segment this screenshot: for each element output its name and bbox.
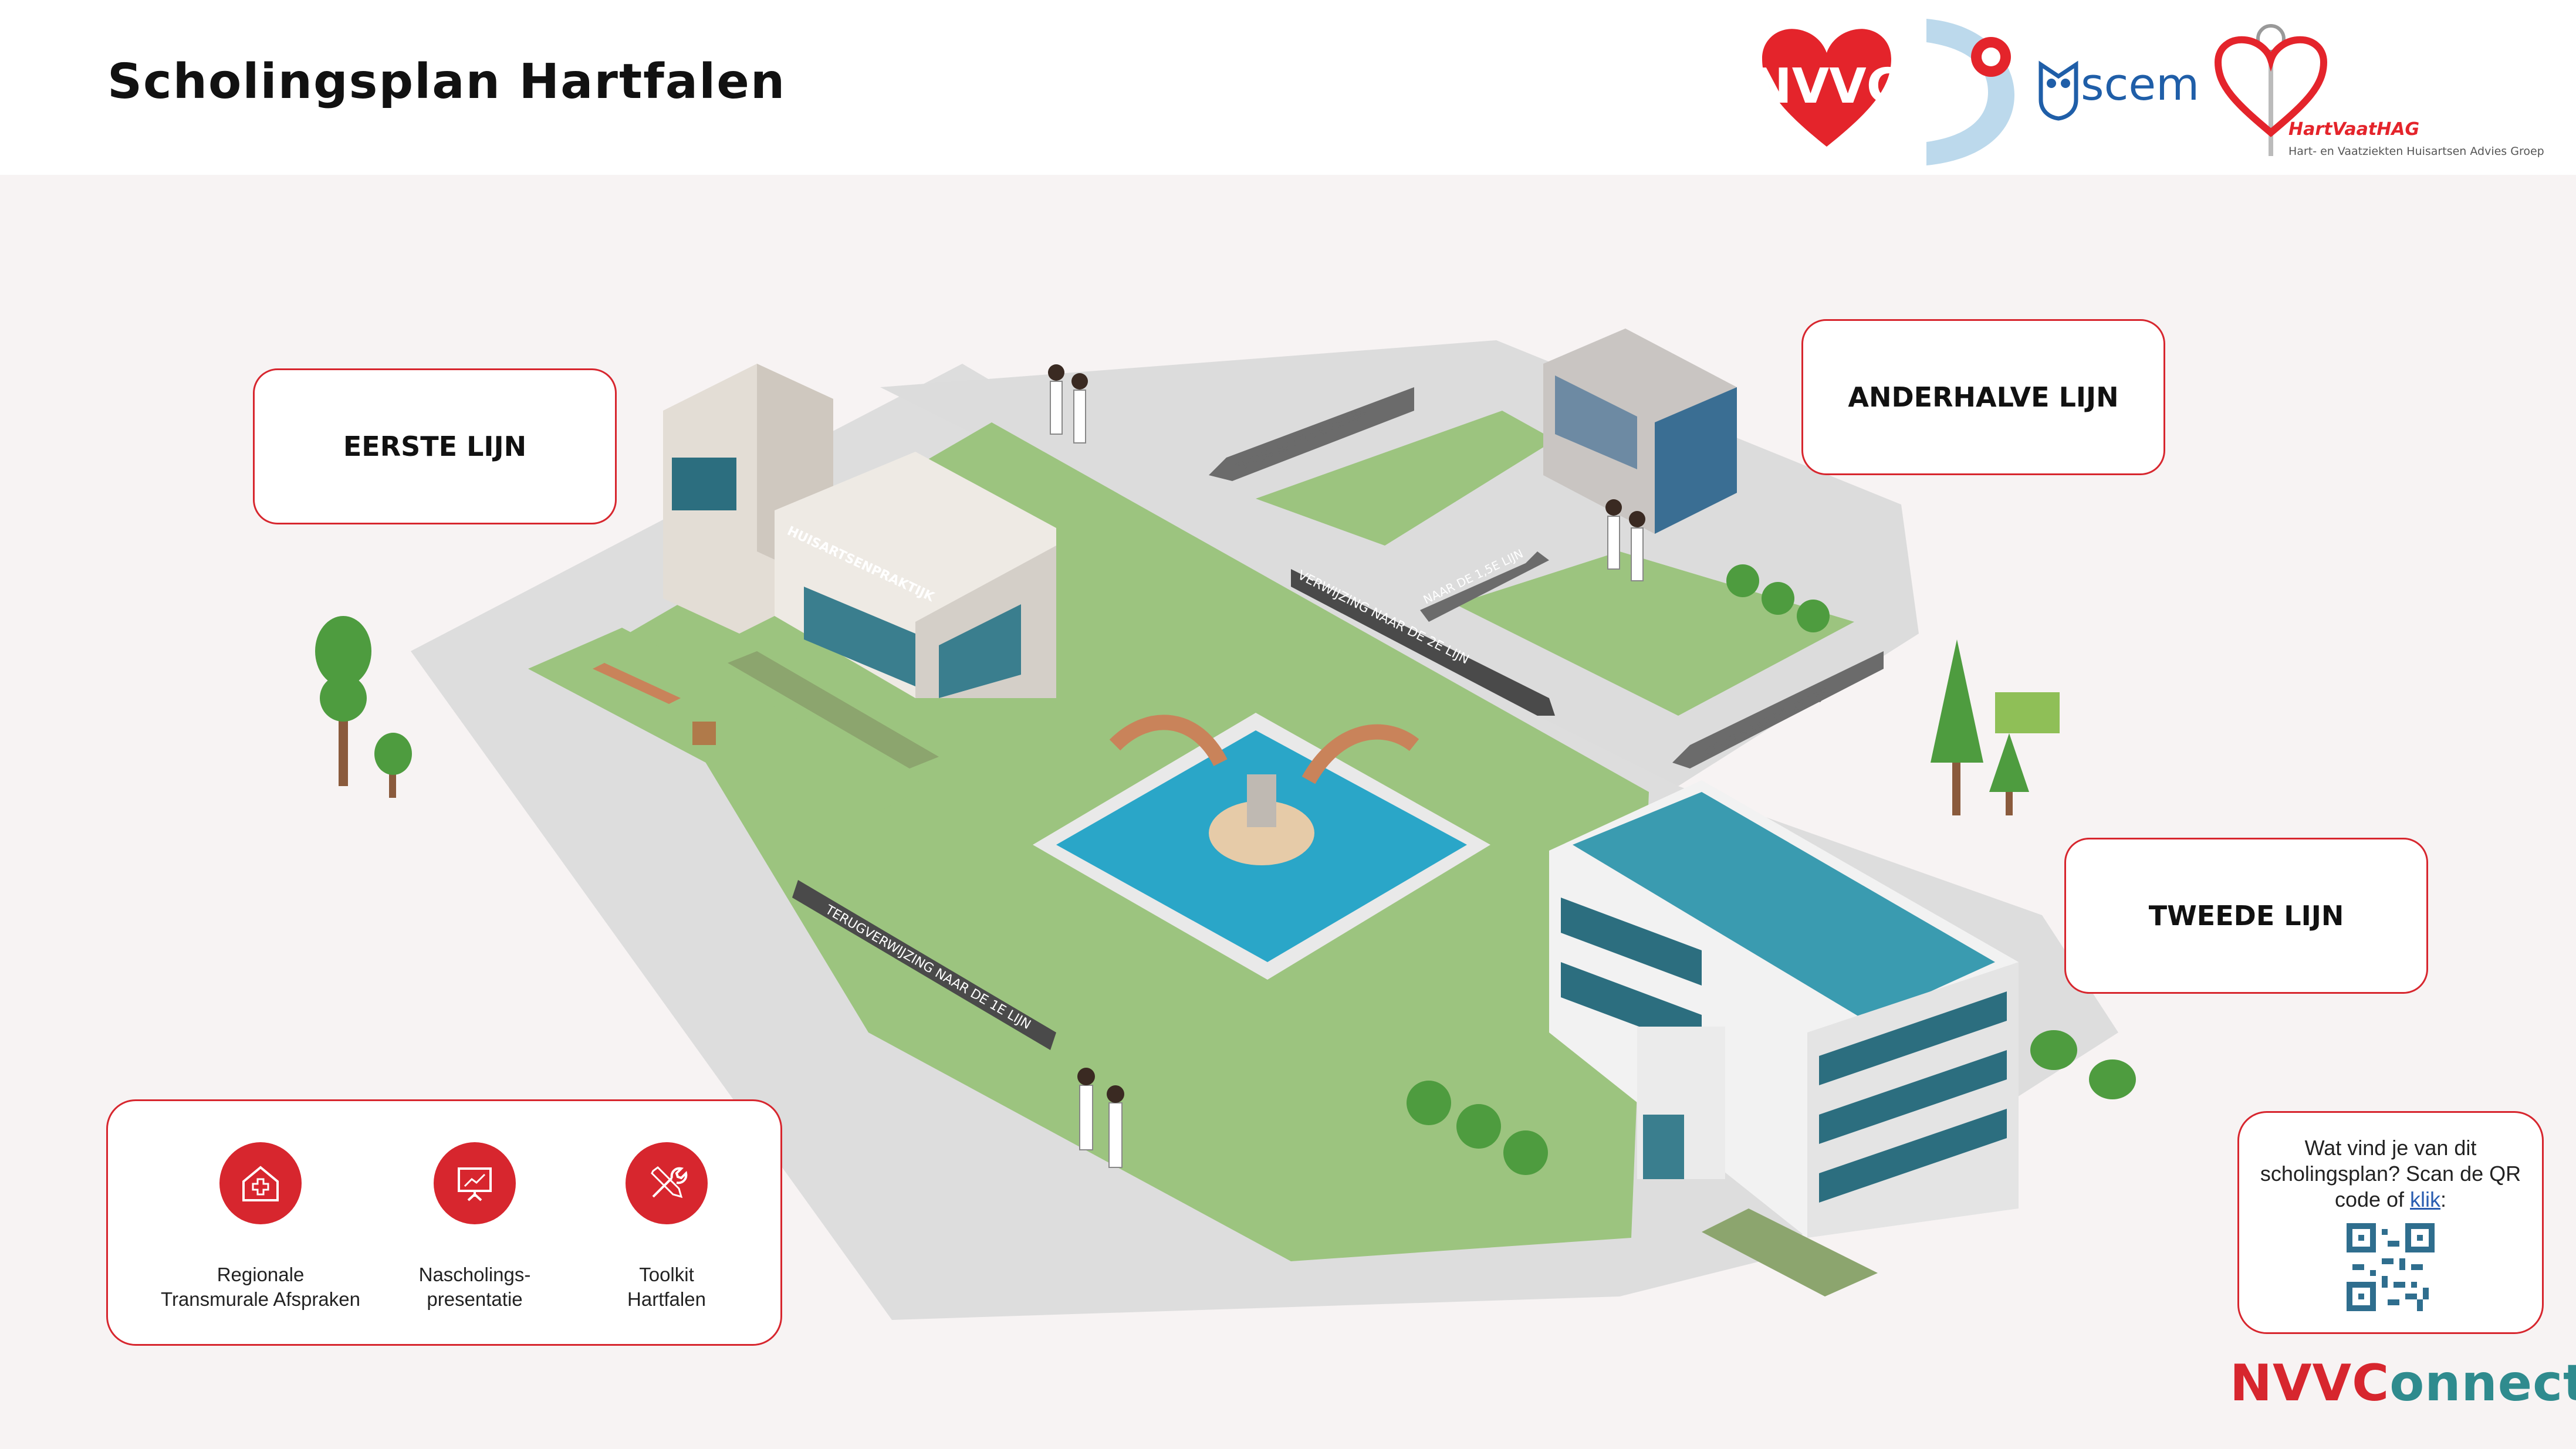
brand-onnect: onnect xyxy=(2389,1354,2576,1413)
tool-toolkit-hartfalen[interactable]: Toolkit Hartfalen xyxy=(561,1142,772,1312)
scem-logo-text: scem xyxy=(2081,58,2199,110)
arc-logo xyxy=(1926,19,2014,165)
nvvc-logo-text: NVVC xyxy=(1759,59,1894,114)
people-top xyxy=(1048,364,1088,443)
zone-anderhalve-lijn[interactable]: ANDERHALVE LIJN xyxy=(1801,319,2165,475)
tool-nascholingspresentatie[interactable]: Nascholings- presentatie xyxy=(369,1142,580,1312)
scem-logo: scem xyxy=(2039,58,2199,121)
tree-group-hospital xyxy=(1407,1030,2136,1175)
bushes-upper xyxy=(1726,564,1830,632)
lawn-right xyxy=(1455,551,1854,716)
qr-card: Wat vind je van dit scholingsplan? Scan … xyxy=(2237,1111,2544,1334)
page-title: Scholingsplan Hartfalen xyxy=(107,54,786,110)
lawn-upper xyxy=(1256,411,1555,546)
tool-label: Nascholings- presentatie xyxy=(418,1264,531,1310)
qr-text: Wat vind je van dit scholingsplan? Scan … xyxy=(2260,1136,2521,1211)
people-middle xyxy=(1605,499,1645,581)
hartvaathag-logo: HartVaatHAG Hart- en Vaatziekten Huisart… xyxy=(2214,24,2544,158)
tools-icon xyxy=(626,1142,708,1224)
fountain xyxy=(1209,801,1314,865)
flowerbed-left xyxy=(728,651,939,768)
tools-card: Regionale Transmurale Afspraken Nascholi… xyxy=(106,1099,782,1346)
qr-text-colon: : xyxy=(2440,1187,2447,1211)
building-hospital xyxy=(1549,780,2019,1238)
tool-label: Regionale Transmurale Afspraken xyxy=(161,1264,360,1310)
qr-code[interactable] xyxy=(2347,1223,2435,1311)
bridge-left xyxy=(1109,715,1228,767)
nvvconnect-logo: NVVConnect xyxy=(2230,1354,2576,1413)
zone-tweede-lijn[interactable]: TWEEDE LIJN xyxy=(2064,838,2428,994)
building-anderhalve-lijn xyxy=(1543,329,1737,534)
zone-eerste-lijn[interactable]: EERSTE LIJN xyxy=(253,368,617,524)
hartvaathag-subtitle: Hart- en Vaatziekten Huisartsen Advies G… xyxy=(2288,145,2544,158)
presentation-icon xyxy=(434,1142,516,1224)
flowerbed-bottom xyxy=(1702,1208,1878,1296)
tool-transmurale-afspraken[interactable]: Regionale Transmurale Afspraken xyxy=(155,1142,366,1312)
qr-prompt: Wat vind je van dit scholingsplan? Scan … xyxy=(2239,1135,2542,1213)
hospital-icon xyxy=(219,1142,302,1224)
qr-link[interactable]: klik xyxy=(2410,1187,2441,1211)
tool-label: Toolkit Hartfalen xyxy=(627,1264,706,1310)
tree-group-left xyxy=(315,616,412,798)
hartvaathag-name: HartVaatHAG xyxy=(2288,119,2419,140)
fountain-column xyxy=(1247,774,1276,827)
tree-group-right xyxy=(1931,639,2060,815)
header: Scholingsplan Hartfalen NVVC scem HartVa… xyxy=(0,0,2576,175)
bench xyxy=(593,663,716,745)
nvvc-logo: NVVC xyxy=(1759,29,1894,147)
people-bottom xyxy=(1077,1068,1124,1168)
building-huisartsenpraktijk: HUISARTSENPRAKTIJK xyxy=(663,364,1056,698)
brand-nvv: NVVC xyxy=(2230,1354,2390,1413)
bridge-right xyxy=(1301,724,1419,784)
